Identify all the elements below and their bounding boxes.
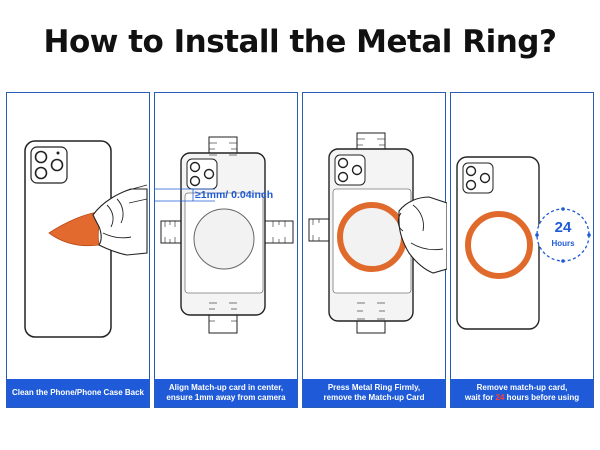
caption-pre: wait for [464,393,496,402]
timer-value: 24 [554,219,572,236]
step-panel-align: ≥1mm/ 0.04inch Align Match-up card in ce… [154,92,298,408]
timer-unit: Hours [551,239,575,248]
caption-line-1: Align Match-up card in center, [168,383,284,392]
caption-text: Clean the Phone/Phone Case Back [11,388,145,397]
caption-line-1: Remove match-up card, [476,383,568,392]
caption-line-2: ensure 1mm away from camera [166,393,286,402]
caption-post: hours before using [504,393,580,402]
caption-line-2: remove the Match-up Card [323,393,425,402]
press-ring-illustration [308,132,447,334]
timer-icon [535,207,591,263]
match-up-card-illustration [155,136,294,334]
step-caption: Remove match-up card, wait for 24 hours … [451,379,593,407]
step-panel-wait: 24 Hours Remove match-up card, wait for … [450,92,594,408]
page-title: How to Install the Metal Ring? [43,24,557,60]
caption-line-1: Press Metal Ring Firmly, [327,383,421,392]
installed-ring-illustration [456,156,591,330]
phone-back-illustration [24,140,148,338]
caption-line-2: wait for 24 hours before using [465,393,579,403]
step-panel-clean: Clean the Phone/Phone Case Back [6,92,150,408]
step-caption: Press Metal Ring Firmly, remove the Matc… [303,379,445,407]
step-panel-press: Press Metal Ring Firmly, remove the Matc… [302,92,447,408]
gap-annotation: ≥1mm/ 0.04inch [195,189,274,201]
step-caption: Clean the Phone/Phone Case Back [7,379,149,407]
caption-highlight: 24 [495,393,505,402]
step-caption: Align Match-up card in center, ensure 1m… [155,379,297,407]
